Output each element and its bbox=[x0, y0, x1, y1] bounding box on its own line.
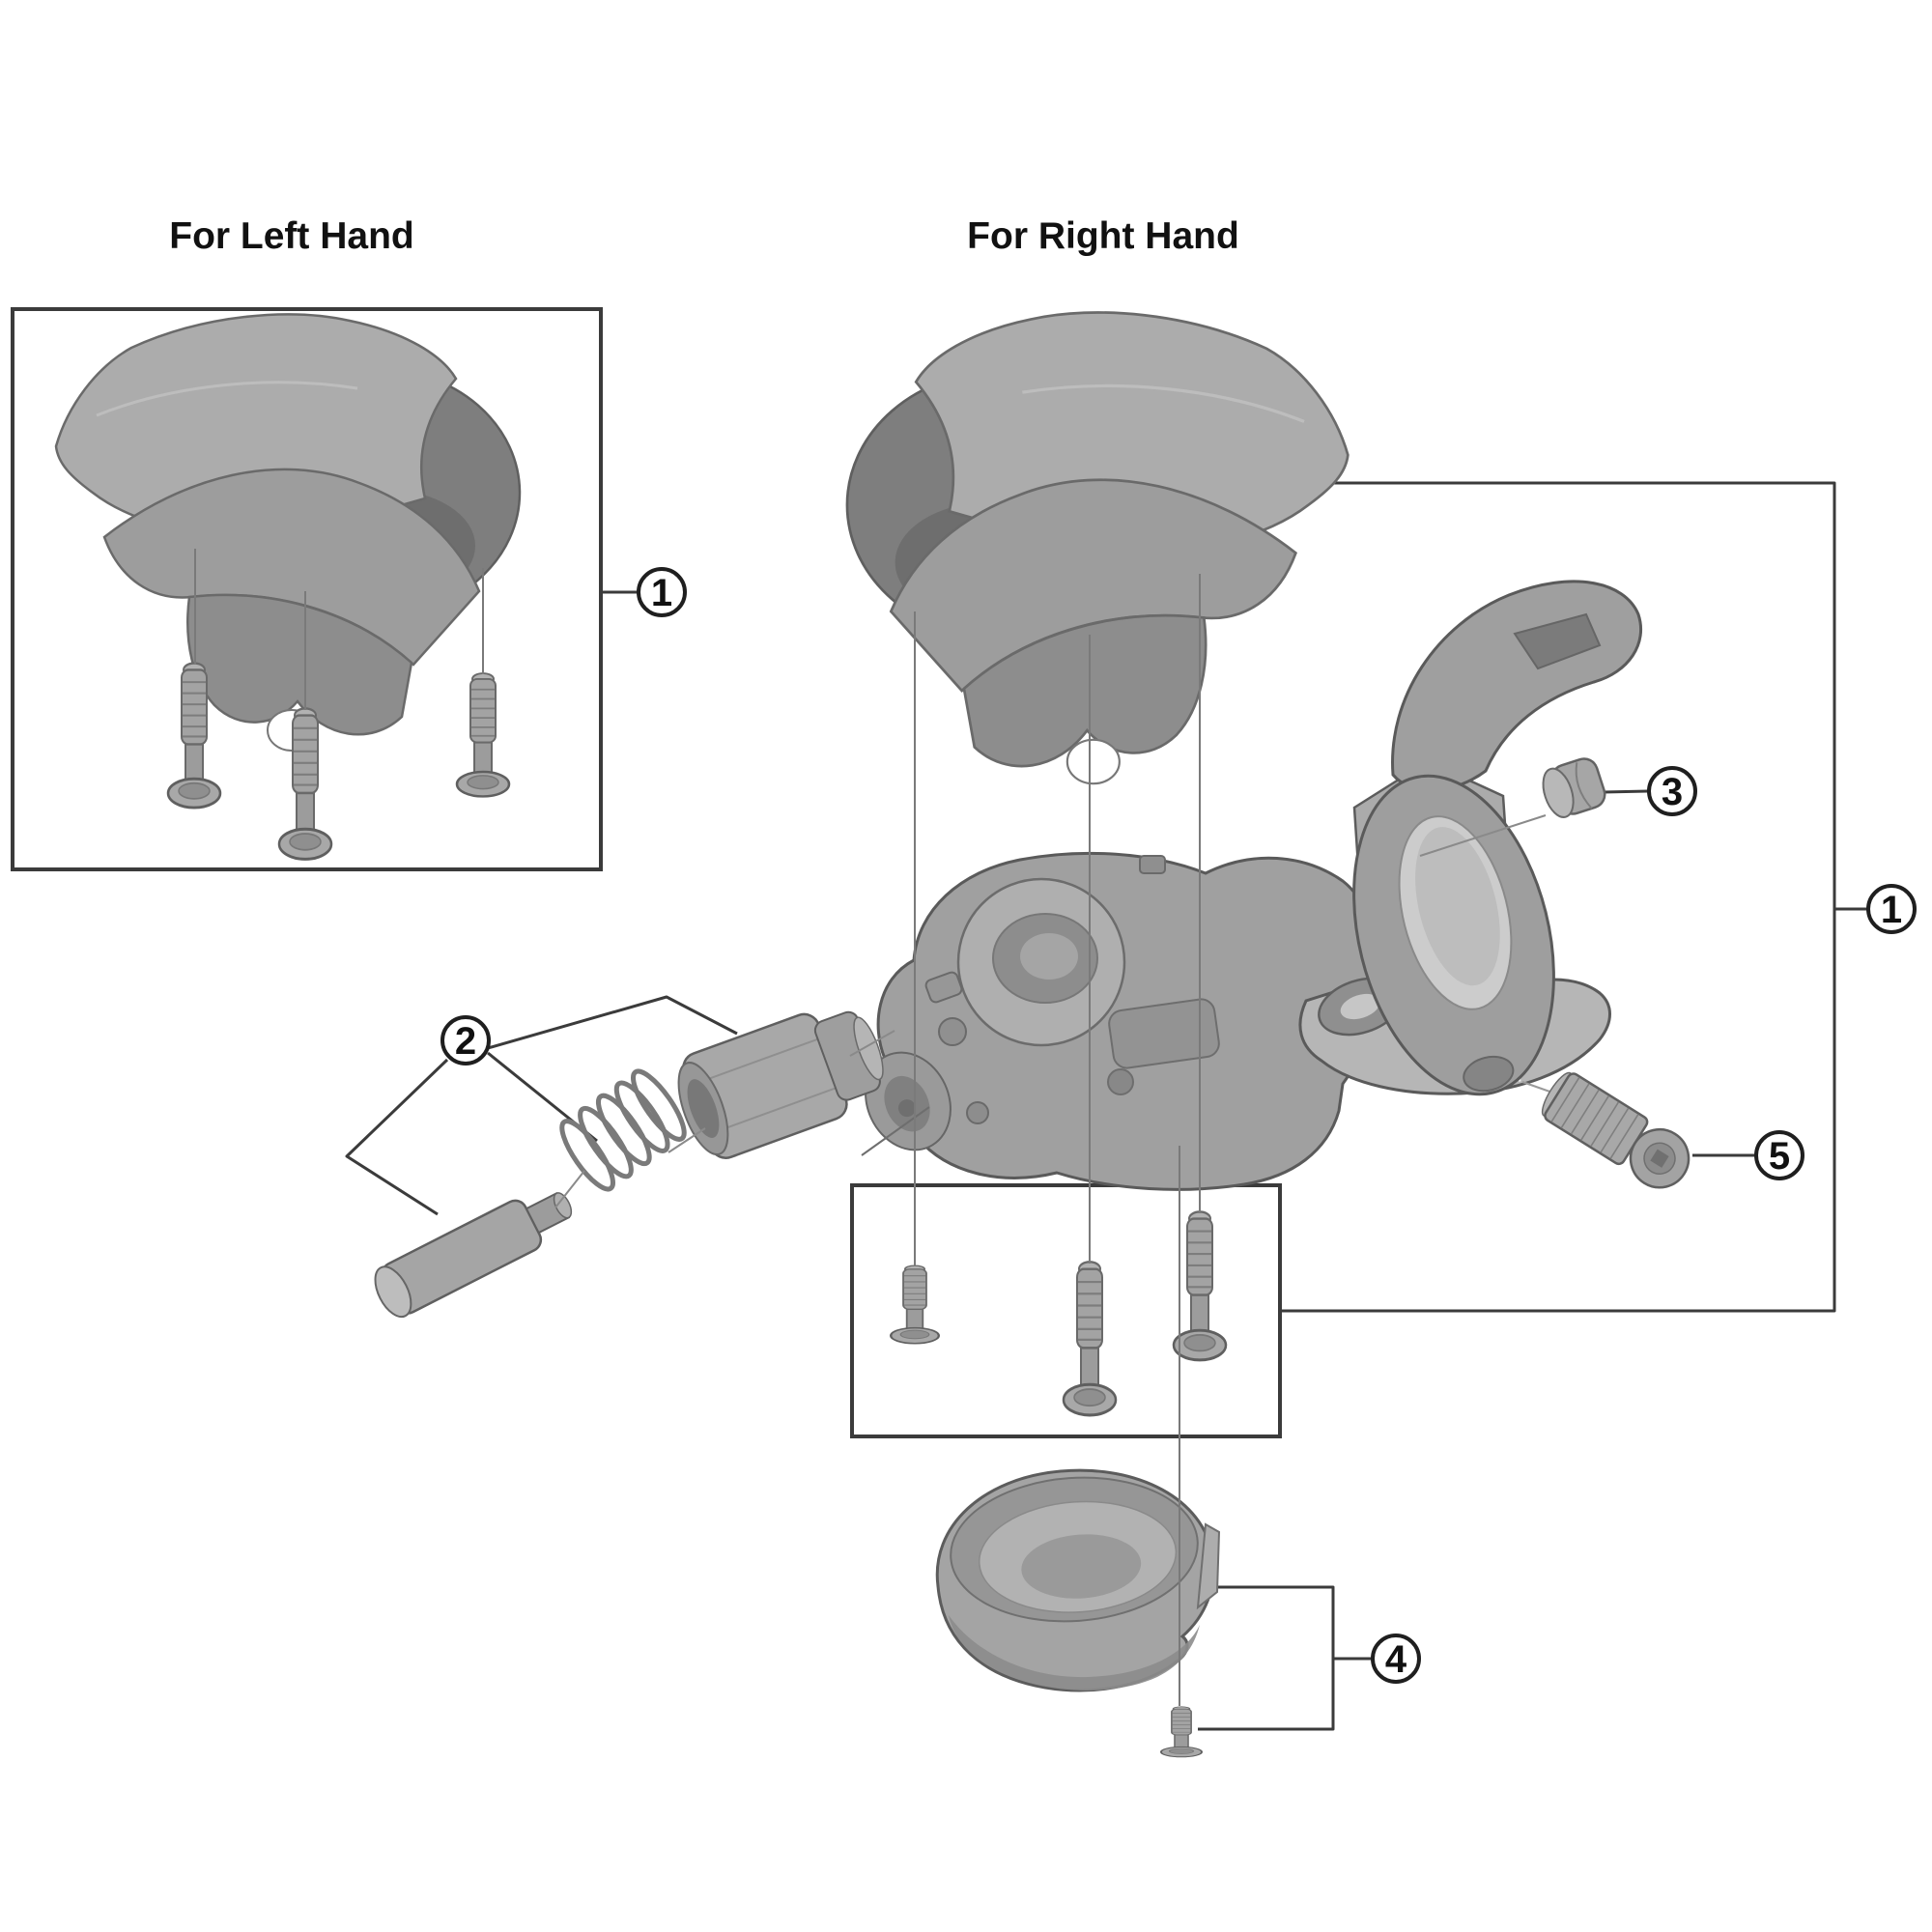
bracket-right-cover-1 bbox=[1282, 481, 1836, 1313]
fixing-screw-1 bbox=[890, 1264, 940, 1345]
svg-text:1: 1 bbox=[1881, 889, 1902, 931]
left-cover bbox=[54, 312, 522, 753]
axis-adjuster-body bbox=[849, 1030, 895, 1057]
handlebar-clamp-ring bbox=[1352, 774, 1555, 1096]
bracket-base-cover-4 bbox=[1198, 1585, 1335, 1731]
base-cover bbox=[935, 1468, 1221, 1692]
svg-text:2: 2 bbox=[455, 1020, 476, 1063]
cable-barrel-bolt bbox=[374, 1191, 573, 1319]
leader-3-cap bbox=[1603, 789, 1649, 794]
return-spring bbox=[559, 1068, 687, 1192]
callout-2-adjuster-unit: 2 bbox=[440, 1015, 491, 1065]
callout-4-base-cover: 4 bbox=[1371, 1634, 1421, 1684]
thumb-hook-lever bbox=[1391, 580, 1643, 792]
callout-1-right-cover: 1 bbox=[1866, 884, 1917, 934]
svg-text:4: 4 bbox=[1385, 1638, 1407, 1681]
left-section-title: For Left Hand bbox=[169, 215, 413, 257]
clamp-bolt-hole bbox=[1463, 1055, 1515, 1093]
fixing-screws-group-box bbox=[850, 1183, 1282, 1438]
svg-text:3: 3 bbox=[1662, 771, 1683, 813]
barrel-adjuster-nut bbox=[677, 1010, 884, 1159]
leader-2-adjuster bbox=[487, 995, 738, 1050]
axis-bolt-spring bbox=[554, 1170, 585, 1208]
shifter-body bbox=[861, 851, 1380, 1191]
left-cover-group-box bbox=[11, 307, 603, 871]
svg-text:1: 1 bbox=[651, 572, 672, 614]
callout-3-end-cap: 3 bbox=[1647, 766, 1697, 816]
axis-spring-adjuster bbox=[668, 1127, 706, 1153]
right-cover bbox=[845, 310, 1350, 785]
clamp-bolt bbox=[1541, 1071, 1690, 1189]
fixing-screw-2 bbox=[1062, 1260, 1118, 1417]
svg-text:5: 5 bbox=[1769, 1135, 1790, 1178]
callout-5-clamp-bolt: 5 bbox=[1754, 1130, 1804, 1180]
leader-2-barrel-bolt bbox=[345, 1058, 449, 1216]
end-cap-plug bbox=[1419, 757, 1606, 857]
right-section-title: For Right Hand bbox=[967, 215, 1239, 257]
callout-1-left-cover: 1 bbox=[637, 567, 687, 617]
left-cover-screw-3 bbox=[455, 671, 511, 798]
base-cover-screw bbox=[1159, 1705, 1204, 1758]
fixing-screw-3 bbox=[1172, 1209, 1228, 1362]
